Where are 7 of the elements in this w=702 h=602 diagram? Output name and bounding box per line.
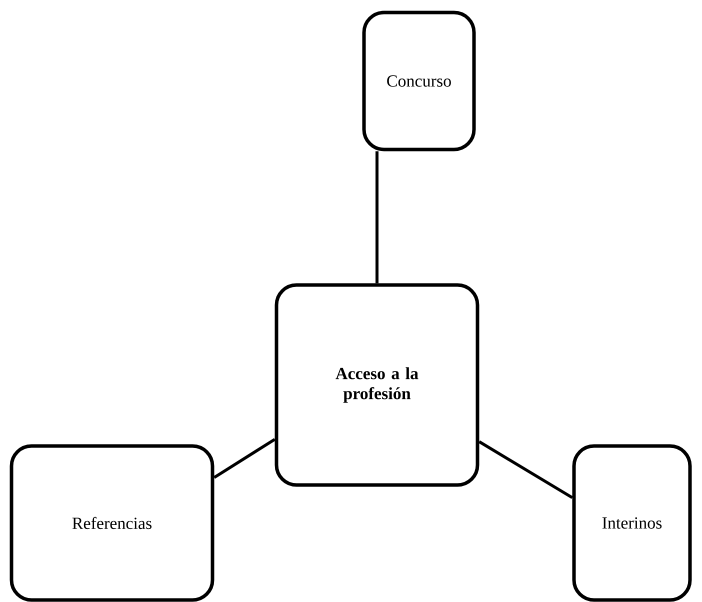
rounded-box: Concurso — [362, 10, 476, 152]
rounded-box: Referencias — [10, 444, 214, 602]
rounded-box: Acceso a la profesión — [274, 283, 480, 487]
connector-line — [213, 438, 276, 479]
connector-line — [478, 440, 574, 499]
connector-line — [376, 151, 378, 284]
rounded-box: Interinos — [572, 444, 692, 602]
